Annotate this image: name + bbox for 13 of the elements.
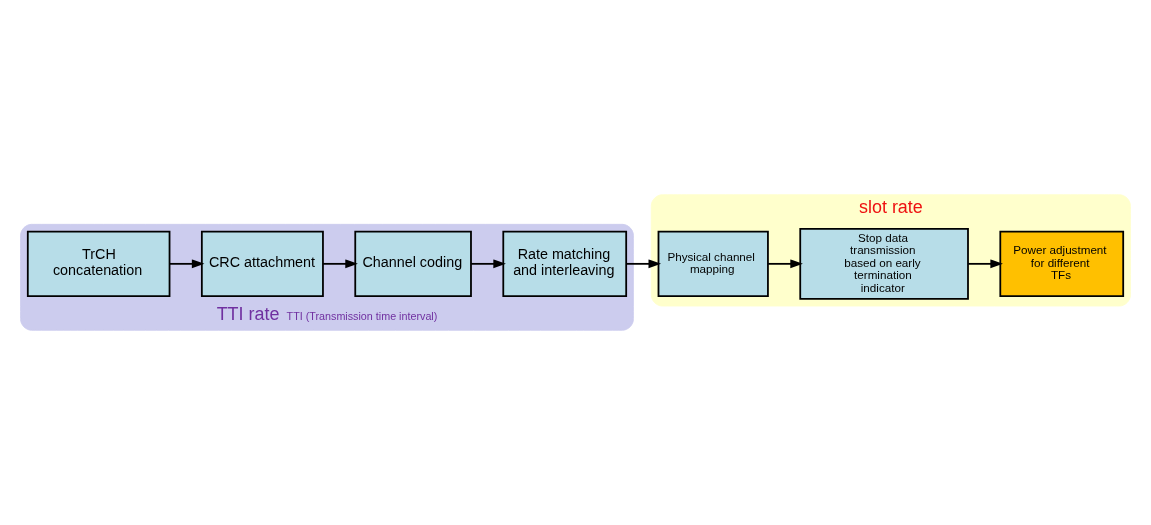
arrow bbox=[322, 259, 358, 269]
node-box: Rate matching and interleaving bbox=[502, 230, 628, 298]
arrow bbox=[967, 259, 1003, 269]
arrow bbox=[168, 259, 205, 269]
node-box: Power adjustment for different TFs bbox=[999, 230, 1125, 298]
node-box: Physical channel mapping bbox=[657, 230, 769, 298]
node-box: Stop data transmission based on early termination indicator bbox=[799, 227, 969, 300]
arrow bbox=[767, 259, 803, 269]
arrow bbox=[625, 259, 662, 269]
arrow bbox=[470, 259, 506, 269]
node-box: TrCH concatenation bbox=[26, 230, 171, 298]
node-box: CRC attachment bbox=[200, 230, 324, 298]
node-box: Channel coding bbox=[354, 230, 472, 298]
